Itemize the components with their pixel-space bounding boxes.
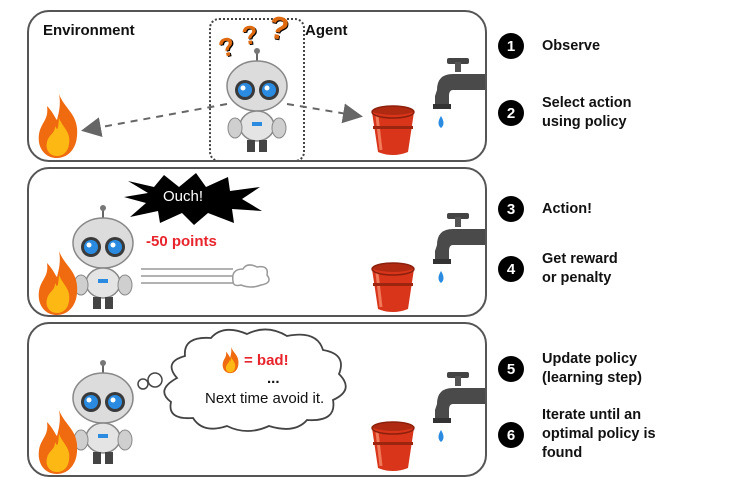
environment-label: Environment: [43, 22, 135, 39]
step-6: 6 Iterate until an optimal policy is fou…: [498, 407, 656, 463]
step-number-badge: 1: [498, 33, 524, 59]
faucet-icon: [433, 372, 485, 442]
fire-icon: [222, 346, 239, 374]
robot-icon: [72, 205, 134, 309]
bucket-icon: [371, 421, 415, 471]
robot-icon: [72, 360, 134, 464]
robot-icon: [226, 48, 288, 152]
fire-icon: [38, 251, 78, 315]
action-panel: Ouch! -50 points: [27, 167, 487, 317]
agent-label: Agent: [305, 22, 348, 39]
step-label: Get reward or penalty: [542, 251, 618, 286]
step-number-badge: 4: [498, 256, 524, 282]
faucet-icon: [433, 58, 485, 128]
ouch-text: Ouch!: [163, 188, 204, 205]
penalty-points: -50 points: [146, 233, 217, 250]
bucket-icon: [371, 262, 415, 312]
step-5: 5 Update policy (learning step): [498, 351, 642, 388]
learn-panel: = bad! ... Next time avoid it.: [27, 322, 487, 477]
ouch-burst-shape: [124, 173, 262, 225]
step-1: 1 Observe: [498, 33, 600, 59]
step-2: 2 Select action using policy: [498, 95, 631, 132]
step-label: Iterate until an optimal policy is found: [542, 407, 656, 461]
step-number-badge: 6: [498, 422, 524, 448]
step-number-badge: 3: [498, 196, 524, 222]
step-label: Select action using policy: [542, 95, 632, 130]
step-number-badge: 2: [498, 100, 524, 126]
next-time-text: Next time avoid it.: [205, 390, 325, 407]
step-number-badge: 5: [498, 356, 524, 382]
ellipsis-text: ...: [267, 370, 280, 387]
step-label: Observe: [542, 38, 601, 54]
dashed-arrows: [81, 103, 363, 137]
fire-icon: [38, 410, 78, 474]
step-4: 4 Get reward or penalty: [498, 251, 618, 288]
thought-bubble: [137, 328, 347, 432]
step-label: Update policy (learning step): [542, 351, 642, 386]
motion-lines: [141, 264, 270, 288]
step-label: Action!: [542, 201, 592, 217]
observe-panel: Environment Agent ? ? ?: [27, 10, 487, 162]
faucet-icon: [433, 213, 485, 283]
bad-label: = bad!: [244, 352, 289, 369]
bucket-icon: [371, 105, 415, 155]
step-3: 3 Action!: [498, 196, 592, 222]
fire-icon: [38, 94, 78, 158]
agent-boundary-box: [209, 18, 305, 160]
